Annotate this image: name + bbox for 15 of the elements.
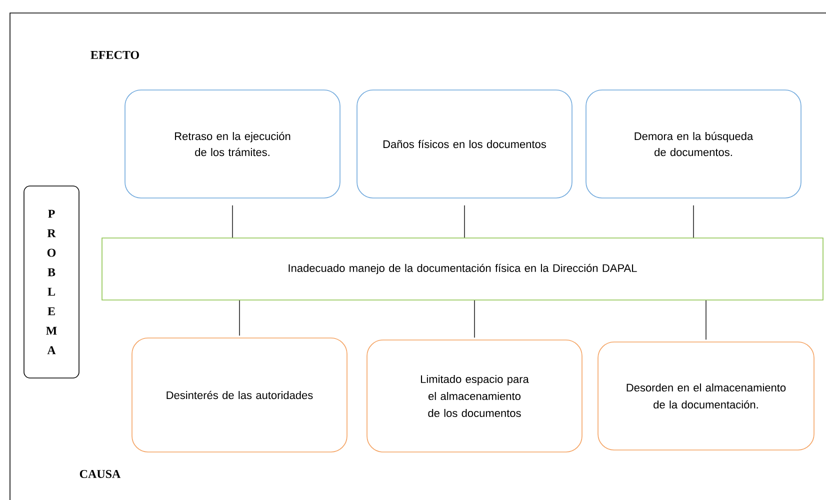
connector-line — [693, 205, 694, 238]
connector-line — [239, 300, 240, 336]
section-heading: CAUSA — [80, 470, 121, 478]
effect-box: Daños físicos en los documentos — [356, 90, 572, 198]
effect-box: Retraso en la ejecución de los trámites. — [124, 90, 340, 198]
connector-line — [232, 205, 233, 238]
section-heading: EFECTO — [90, 50, 139, 60]
cause-box: Desorden en el almacenamiento de la documentación. — [598, 342, 814, 450]
problem-label-box: P R O B L E M A — [24, 186, 80, 378]
cause-box: Limitado espacio para el almacenamiento de los documentos — [366, 340, 582, 452]
connector-line — [474, 300, 475, 338]
cause-box: Desinterés de las autoridades — [132, 338, 348, 452]
connector-line — [464, 205, 465, 238]
problem-box: Inadecuado manejo de la documentación física en la Dirección DAPAL — [102, 238, 824, 300]
effect-box: Demora en la búsqueda de documentos. — [586, 90, 802, 198]
